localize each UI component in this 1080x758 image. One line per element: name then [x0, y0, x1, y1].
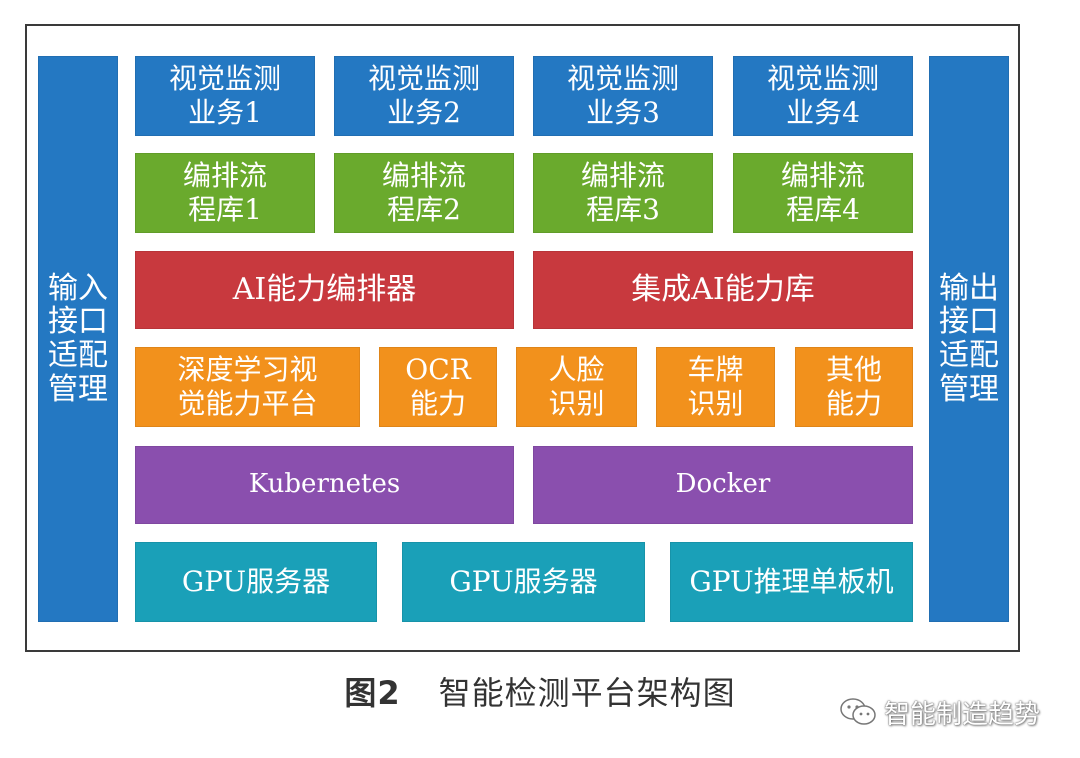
- gpu-board-box: GPU推理单板机: [670, 542, 913, 622]
- output-interface-adapter-box: 输出 接口 适配 管理: [929, 56, 1009, 622]
- capability-4-line1: 车牌: [687, 353, 744, 387]
- capability-1-line1: 深度学习视: [177, 353, 318, 387]
- capability-3-line1: 人脸: [548, 353, 605, 387]
- vision-task-2-line2: 业务2: [387, 96, 461, 129]
- vision-task-box-2: 视觉监测 业务2: [334, 56, 514, 136]
- capability-box-other: 其他 能力: [795, 347, 913, 427]
- capability-4-line2: 识别: [687, 387, 744, 420]
- vision-task-3-line1: 视觉监测: [566, 62, 679, 96]
- vision-task-2-line1: 视觉监测: [367, 62, 480, 96]
- input-line-2: 接口: [48, 304, 108, 340]
- capability-1-line2: 觉能力平台: [177, 387, 318, 420]
- capability-2-line2: 能力: [409, 387, 466, 420]
- watermark-text: 智能制造趋势: [884, 699, 1041, 730]
- flow-library-box-3: 编排流 程库3: [533, 153, 713, 233]
- flow-library-2-line1: 编排流: [381, 159, 466, 193]
- flow-library-1-line1: 编排流: [182, 159, 267, 193]
- capability-5-line2: 能力: [825, 387, 882, 420]
- vision-task-box-3: 视觉监测 业务3: [533, 56, 713, 136]
- capability-2-line1: OCR: [405, 353, 471, 387]
- flow-library-box-4: 编排流 程库4: [733, 153, 913, 233]
- input-interface-adapter-box: 输入 接口 适配 管理: [38, 56, 118, 622]
- vision-task-1-line2: 业务1: [188, 96, 262, 129]
- gpu-server-box-2: GPU服务器: [402, 542, 645, 622]
- flow-library-4-line2: 程库4: [786, 193, 860, 226]
- input-line-1: 输入: [48, 270, 108, 306]
- vision-task-4-line1: 视觉监测: [766, 62, 879, 96]
- flow-library-1-line2: 程库1: [188, 193, 262, 226]
- capability-5-line1: 其他: [825, 353, 882, 387]
- output-line-2: 接口: [939, 304, 999, 340]
- output-line-1: 输出: [939, 270, 999, 306]
- gpu-board-label: GPU推理单板机: [689, 565, 894, 599]
- capability-box-plate: 车牌 识别: [656, 347, 775, 427]
- ai-orchestrator-box: AI能力编排器: [135, 251, 514, 329]
- gpu-server-box-1: GPU服务器: [135, 542, 377, 622]
- kubernetes-box: Kubernetes: [135, 446, 514, 524]
- vision-task-4-line2: 业务4: [786, 96, 860, 129]
- flow-library-3-line1: 编排流: [580, 159, 665, 193]
- output-line-3: 适配: [939, 338, 999, 373]
- gpu-server-2-label: GPU服务器: [449, 565, 598, 599]
- docker-box: Docker: [533, 446, 913, 524]
- figure-number: 图2: [344, 674, 401, 712]
- ai-library-box: 集成AI能力库: [533, 251, 913, 329]
- wechat-icon: [840, 698, 876, 725]
- flow-library-3-line2: 程库3: [586, 193, 660, 226]
- input-line-3: 适配: [48, 338, 108, 373]
- ai-library-label: 集成AI能力库: [631, 272, 815, 307]
- input-line-4: 管理: [48, 371, 108, 407]
- ai-orchestrator-label: AI能力编排器: [232, 272, 417, 307]
- figure-title: 智能检测平台架构图: [438, 674, 736, 712]
- vision-task-1-line1: 视觉监测: [168, 62, 281, 96]
- flow-library-2-line2: 程库2: [387, 193, 461, 226]
- capability-box-ocr: OCR 能力: [379, 347, 497, 427]
- watermark: 智能制造趋势: [838, 694, 1040, 730]
- vision-task-box-4: 视觉监测 业务4: [733, 56, 913, 136]
- capability-box-face: 人脸 识别: [516, 347, 637, 427]
- flow-library-4-line1: 编排流: [780, 159, 865, 193]
- docker-label: Docker: [675, 469, 771, 500]
- kubernetes-label: Kubernetes: [248, 469, 401, 500]
- flow-library-box-1: 编排流 程库1: [135, 153, 315, 233]
- capability-3-line2: 识别: [548, 387, 605, 420]
- figure-caption: 图2 智能检测平台架构图: [0, 668, 1080, 714]
- capability-box-deep-learning: 深度学习视 觉能力平台: [135, 347, 360, 427]
- gpu-server-1-label: GPU服务器: [181, 565, 331, 599]
- vision-task-3-line2: 业务3: [586, 96, 660, 129]
- vision-task-box-1: 视觉监测 业务1: [135, 56, 315, 136]
- flow-library-box-2: 编排流 程库2: [334, 153, 514, 233]
- output-line-4: 管理: [939, 371, 999, 407]
